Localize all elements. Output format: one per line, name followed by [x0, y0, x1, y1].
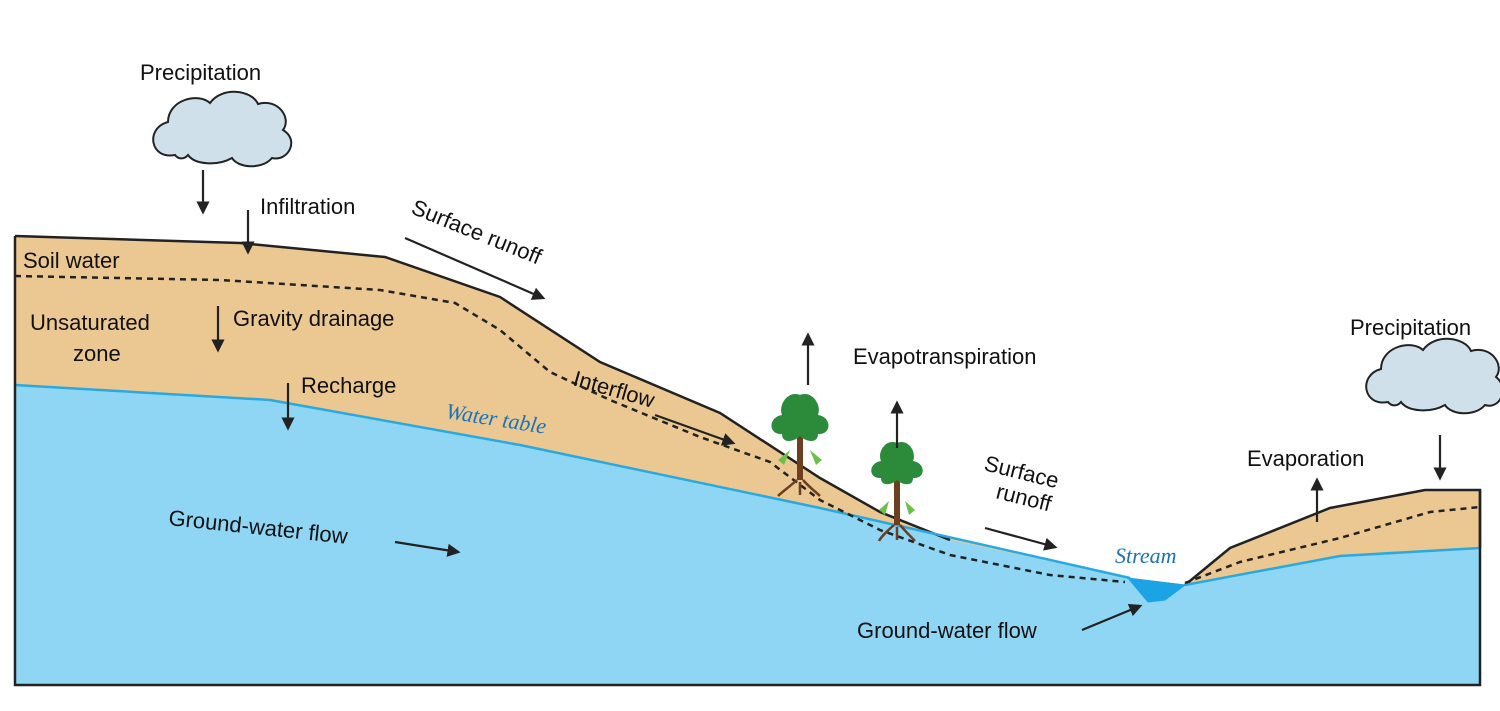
surface-runoff-arrow-lower — [984, 526, 1058, 551]
unsaturated-soil-zone — [15, 236, 1480, 585]
interflow-arrow — [654, 413, 736, 446]
label-unsaturated-zone-line2: zone — [73, 341, 121, 366]
label-infiltration: Infiltration — [260, 194, 355, 219]
label-unsaturated-zone-line1: Unsaturated — [30, 310, 150, 335]
label-recharge: Recharge — [301, 373, 396, 398]
stream-channel — [1126, 577, 1187, 603]
soil-water-boundary-dashed — [14, 274, 1126, 584]
tree-icon — [871, 441, 923, 542]
surface-runoff-arrow-upper — [404, 236, 546, 300]
label-precipitation-right: Precipitation — [1350, 315, 1471, 340]
tree-icon — [771, 394, 829, 497]
label-soil-water: Soil water — [23, 248, 120, 273]
water-table-line-right — [1184, 546, 1481, 587]
ground-water-flow-arrow-left — [394, 540, 461, 557]
water-table-line — [14, 383, 1131, 580]
label-gravity-drainage: Gravity drainage — [233, 306, 394, 331]
cloud-icon — [152, 90, 293, 168]
label-evaporation: Evaporation — [1247, 446, 1364, 471]
label-surface-runoff-upper: Surface runoff — [408, 194, 546, 269]
label-precipitation-left: Precipitation — [140, 60, 261, 85]
ground-water-flow-arrow-right — [1081, 603, 1143, 632]
groundwater-zone — [15, 385, 1480, 685]
label-ground-water-flow-right: Ground-water flow — [857, 618, 1037, 643]
land-surface-line — [14, 234, 951, 542]
cloud-icon — [1365, 337, 1500, 415]
label-stream: Stream — [1115, 543, 1177, 568]
cross-section-frame — [13, 236, 1482, 687]
label-evapotranspiration: Evapotranspiration — [853, 344, 1036, 369]
